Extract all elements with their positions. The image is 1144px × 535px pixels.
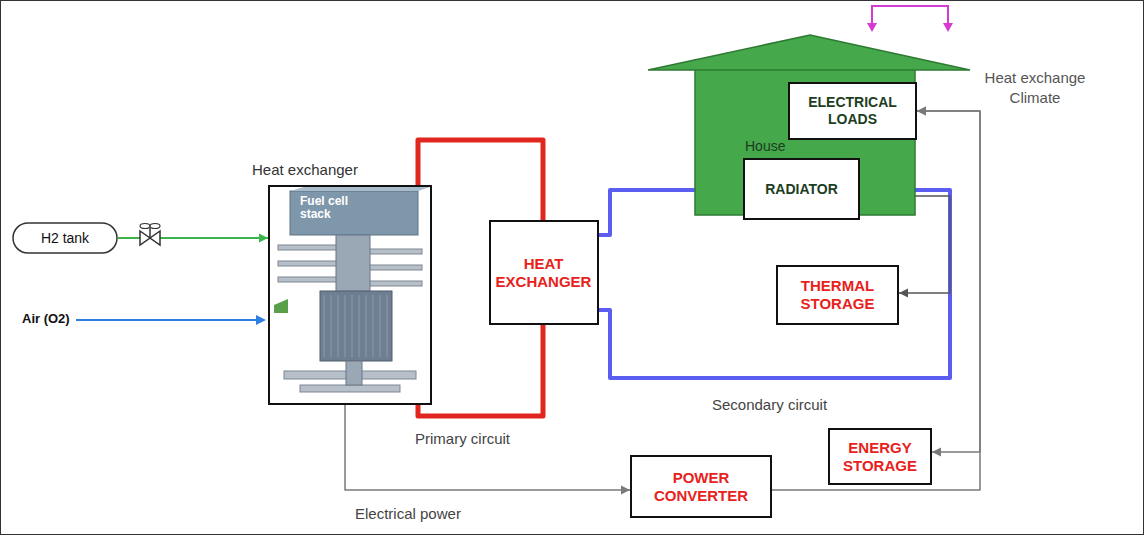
house-roof: [648, 35, 970, 70]
node-text: POWER CONVERTER: [635, 469, 767, 505]
pipe: [278, 245, 340, 250]
lower-block: [320, 291, 392, 361]
thermal-storage-box: THERMAL STORAGE: [776, 265, 899, 325]
connector: [418, 140, 543, 220]
fin: [387, 295, 388, 357]
node-text: H2 tank: [41, 230, 89, 246]
heat-exchanger-box: HEAT EXCHANGER: [489, 220, 599, 325]
node-text: RADIATOR: [745, 181, 858, 198]
pipe: [366, 265, 422, 270]
arrowhead: [899, 289, 908, 298]
house-shape: House ELECTRICAL LOADS RADIATOR: [648, 35, 970, 215]
circuit-label: Secondary circuit: [712, 396, 827, 413]
valve: [140, 224, 160, 246]
loads-box: ELECTRICAL LOADS: [788, 82, 917, 140]
node-text: THERMAL STORAGE: [781, 277, 894, 313]
connector: [917, 107, 980, 457]
connector-line: [345, 405, 630, 490]
pipe: [278, 261, 340, 266]
node-text: Fuel cell stack: [300, 195, 352, 221]
circuit-label: Electrical power: [355, 505, 461, 522]
fin: [324, 295, 325, 357]
magenta-arrow: [867, 6, 953, 32]
fin: [338, 295, 339, 357]
converter-box: POWER CONVERTER: [630, 455, 772, 518]
stack-top-face: [290, 187, 430, 191]
arrowhead: [917, 107, 926, 116]
pipe: [366, 249, 422, 254]
column: [336, 235, 370, 295]
tank-ellipse: H2 tank: [12, 222, 118, 254]
tank-shape: [13, 223, 117, 253]
circuit-label: Air (O2): [22, 311, 70, 326]
node-text: ENERGY STORAGE: [833, 439, 927, 475]
pipe: [300, 385, 400, 392]
circuit-label: Heat exchange Climate: [975, 68, 1095, 109]
arrowhead: [621, 486, 630, 495]
inlet: [274, 299, 288, 313]
node-text: Heat exchanger: [252, 161, 358, 178]
fin: [366, 295, 367, 357]
pipe: [278, 277, 340, 282]
fuel-cell-illustration: [270, 187, 430, 403]
connector: [345, 405, 630, 495]
fin: [380, 295, 381, 357]
fin: [359, 295, 360, 357]
radiator-box: RADIATOR: [743, 158, 860, 220]
air-arrow: [76, 319, 258, 321]
circuit-label: Primary circuit: [415, 430, 510, 447]
stack-top: [290, 191, 418, 235]
fin: [331, 295, 332, 357]
node-text: House: [745, 138, 785, 154]
node-text: ELECTRICAL LOADS: [790, 94, 915, 128]
connector-line: [418, 325, 543, 416]
arrowhead: [932, 448, 941, 457]
connector-line: [917, 111, 980, 452]
arrowhead: [259, 234, 268, 243]
connector: [418, 325, 543, 416]
fuel-cell-box: Heat exchangerFuel cell stack: [268, 185, 432, 405]
fin: [352, 295, 353, 357]
column: [346, 361, 362, 385]
fin: [345, 295, 346, 357]
pipe: [366, 281, 422, 286]
air-arrowhead: [256, 315, 266, 325]
node-text: HEAT EXCHANGER: [494, 255, 594, 291]
fin: [373, 295, 374, 357]
energy-storage-box: ENERGY STORAGE: [828, 428, 932, 485]
arrowhead: [917, 107, 926, 116]
connector-line: [418, 140, 543, 220]
